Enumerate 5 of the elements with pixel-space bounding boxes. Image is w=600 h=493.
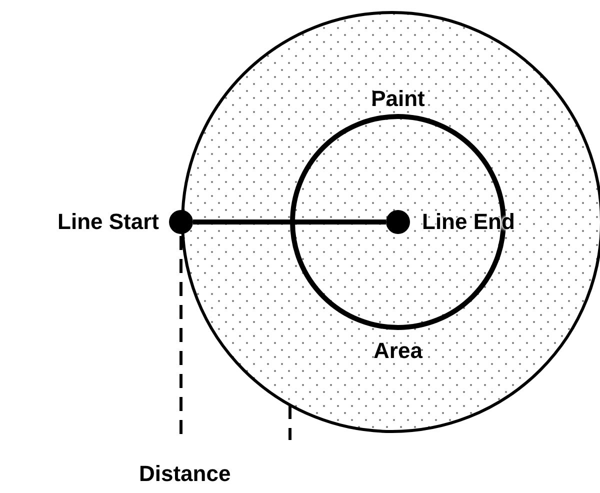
connector-line — [193, 220, 386, 224]
point-label: Line Start — [58, 209, 159, 235]
circle-label: Area — [374, 338, 422, 364]
circle-label: Paint — [371, 86, 425, 112]
dimension-label: Distance — [139, 461, 231, 487]
